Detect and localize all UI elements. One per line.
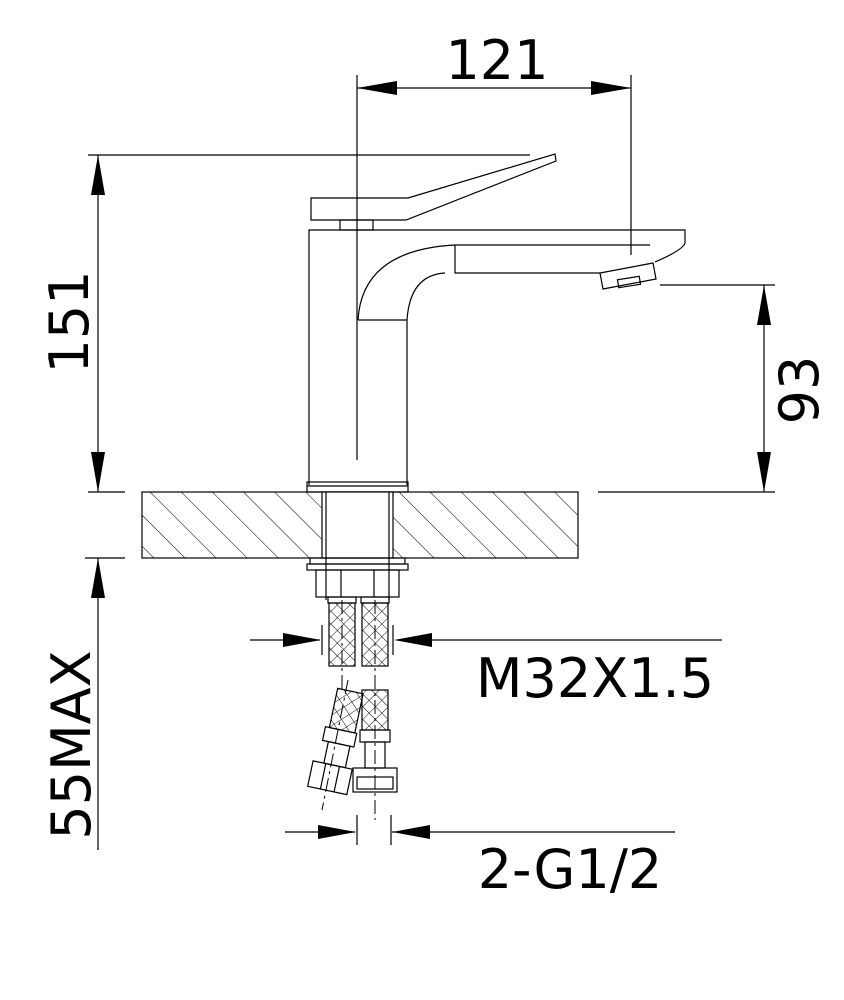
dimension-counter-thickness: 55MAX: [40, 557, 125, 850]
dimension-label-55max: 55MAX: [40, 650, 103, 839]
countertop-section: [141, 491, 579, 600]
dimension-thread: M32X1.5: [250, 625, 722, 710]
dimension-total-height: 151: [38, 154, 530, 493]
dimension-connection: 2-G1/2: [285, 815, 675, 901]
mounting-nut-and-hoses: [306, 557, 409, 820]
dimension-label-121: 121: [445, 29, 548, 92]
faucet-body: [306, 153, 686, 493]
dimension-spout-reach: 121: [357, 29, 632, 255]
dimension-label-thread: M32X1.5: [476, 647, 714, 710]
dimension-label-93: 93: [768, 356, 831, 425]
dimension-spout-height: 93: [598, 284, 831, 493]
dimension-label-connection: 2-G1/2: [478, 838, 663, 901]
dimension-label-151: 151: [38, 270, 101, 373]
